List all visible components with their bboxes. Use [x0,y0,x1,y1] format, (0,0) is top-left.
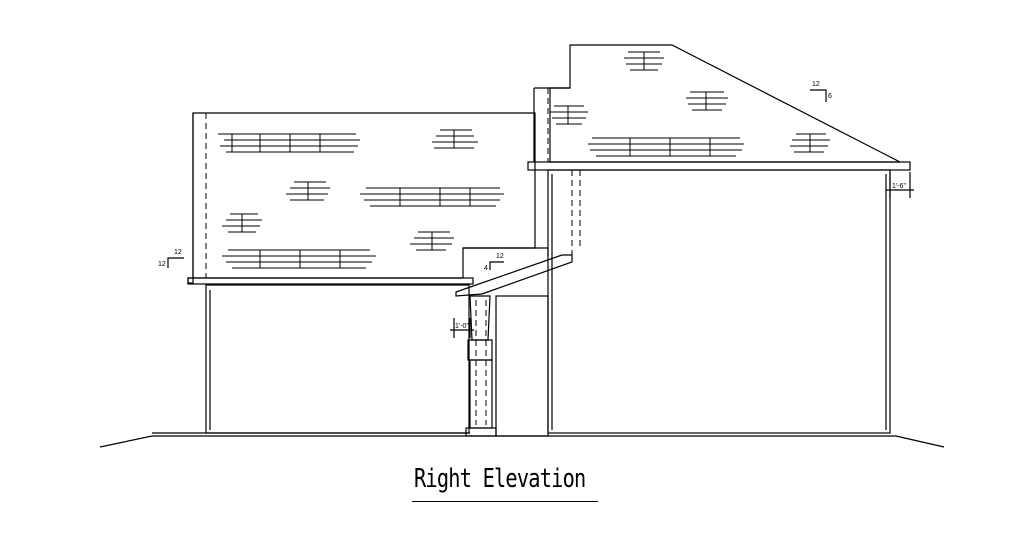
shingle-patch [410,231,454,251]
shingle-patch [222,249,376,269]
pitch-symbol-upper: 12 6 [810,81,832,102]
ground-line [99,432,945,448]
dimension-text-column: 1'-0" [455,323,469,330]
dimension-porch-column: 1'-0" [450,318,474,338]
shingle-patch [588,137,744,157]
shingle-patch [550,105,588,125]
roof-shingles [218,51,830,269]
shingle-patch [624,51,664,71]
shingle-patch [286,181,330,201]
shingle-patch [686,91,728,111]
shingle-patch [222,213,262,233]
shingle-patch [360,187,504,207]
pitch-run-left: 12 [174,249,182,256]
pitch-rise-upper: 12 [812,81,820,88]
pitch-rise-left: 12 [158,261,166,268]
pitch-symbol-porch: 12 4 [484,253,504,272]
dimension-text-eave: 1'-6" [892,183,906,190]
dimension-eave: 1'-6" [886,172,914,198]
porch-column [465,295,497,437]
pitch-symbol-left: 12 12 [158,249,184,268]
title-underline [412,501,598,502]
shingle-patch [432,129,478,149]
left-wing [187,112,536,434]
right-wing [527,44,911,434]
porch [455,247,573,437]
pitch-rise-porch: 12 [496,253,504,260]
pitch-run-porch: 4 [484,265,488,272]
pitch-run-upper: 6 [828,93,832,100]
drawing-title: Right Elevation [414,464,586,494]
shingle-patch [790,133,830,153]
shingle-patch [218,133,360,153]
